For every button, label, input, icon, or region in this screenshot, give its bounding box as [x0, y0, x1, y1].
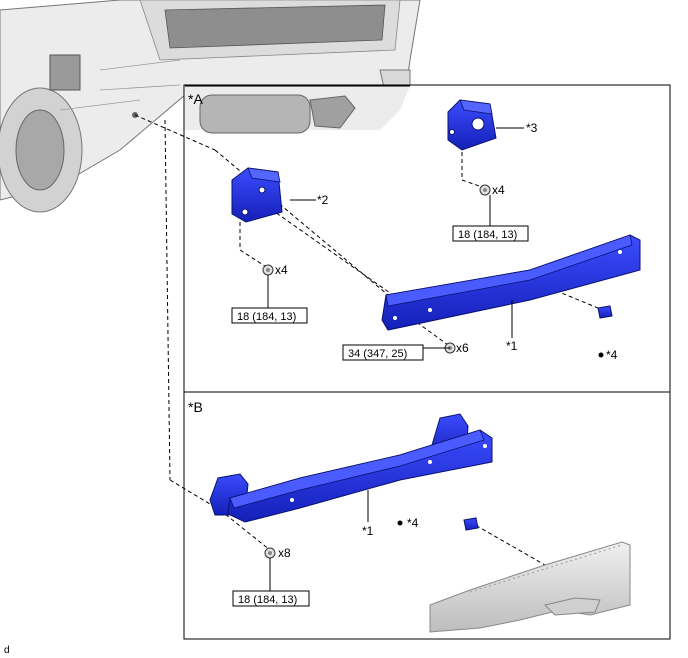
callout-item-2: *2	[317, 193, 329, 207]
bolt-icon	[264, 547, 276, 559]
panel-b-label: *B	[188, 399, 203, 415]
callout-item-1-b: *1	[362, 524, 374, 538]
bolt-count-item-1: x6	[456, 341, 469, 355]
torque-box-item-1	[342, 344, 424, 361]
bolt-count-item-2: x4	[275, 263, 288, 277]
bracket-item-3	[447, 99, 497, 151]
torque-value-item-3: 18 (184, 13)	[458, 229, 517, 241]
torque-box-item-2	[231, 307, 308, 324]
bumper-reinforcement-item-1-b	[209, 413, 493, 523]
retainer-item-4-b	[463, 517, 479, 531]
bolt-icon	[262, 264, 274, 276]
panel-a-label: *A	[188, 91, 203, 107]
torque-value-item-1: 34 (347, 25)	[348, 348, 407, 360]
callout-item-4-b: *4	[407, 516, 419, 530]
bolt-count-b: x8	[278, 546, 291, 560]
vehicle-rear-overlap	[185, 85, 410, 134]
callout-item-3: *3	[526, 121, 538, 135]
bolt-count-item-3: x4	[492, 183, 505, 197]
panel-a-frame	[183, 84, 671, 393]
torque-value-item-2: 18 (184, 13)	[237, 311, 296, 323]
bumper-reinforcement-item-1-a	[381, 234, 641, 331]
dashed-leader-lines	[134, 114, 599, 566]
torque-leaders-b	[269, 490, 369, 591]
rear-bumper-cover	[429, 541, 631, 633]
callout-item-1-a: *1	[506, 339, 518, 353]
bolt-icon	[479, 184, 491, 196]
torque-value-b: 18 (184, 13)	[238, 594, 297, 606]
retainer-item-4-a	[597, 305, 613, 319]
corner-mark: d	[4, 645, 10, 656]
bracket-item-2	[231, 167, 283, 223]
torque-box-item-1-b	[232, 590, 310, 607]
torque-box-item-3	[452, 225, 529, 242]
callout-item-4-a: *4	[606, 348, 618, 362]
dot-marker-item-4-b	[397, 520, 403, 526]
dot-marker-item-4-a	[598, 352, 604, 358]
